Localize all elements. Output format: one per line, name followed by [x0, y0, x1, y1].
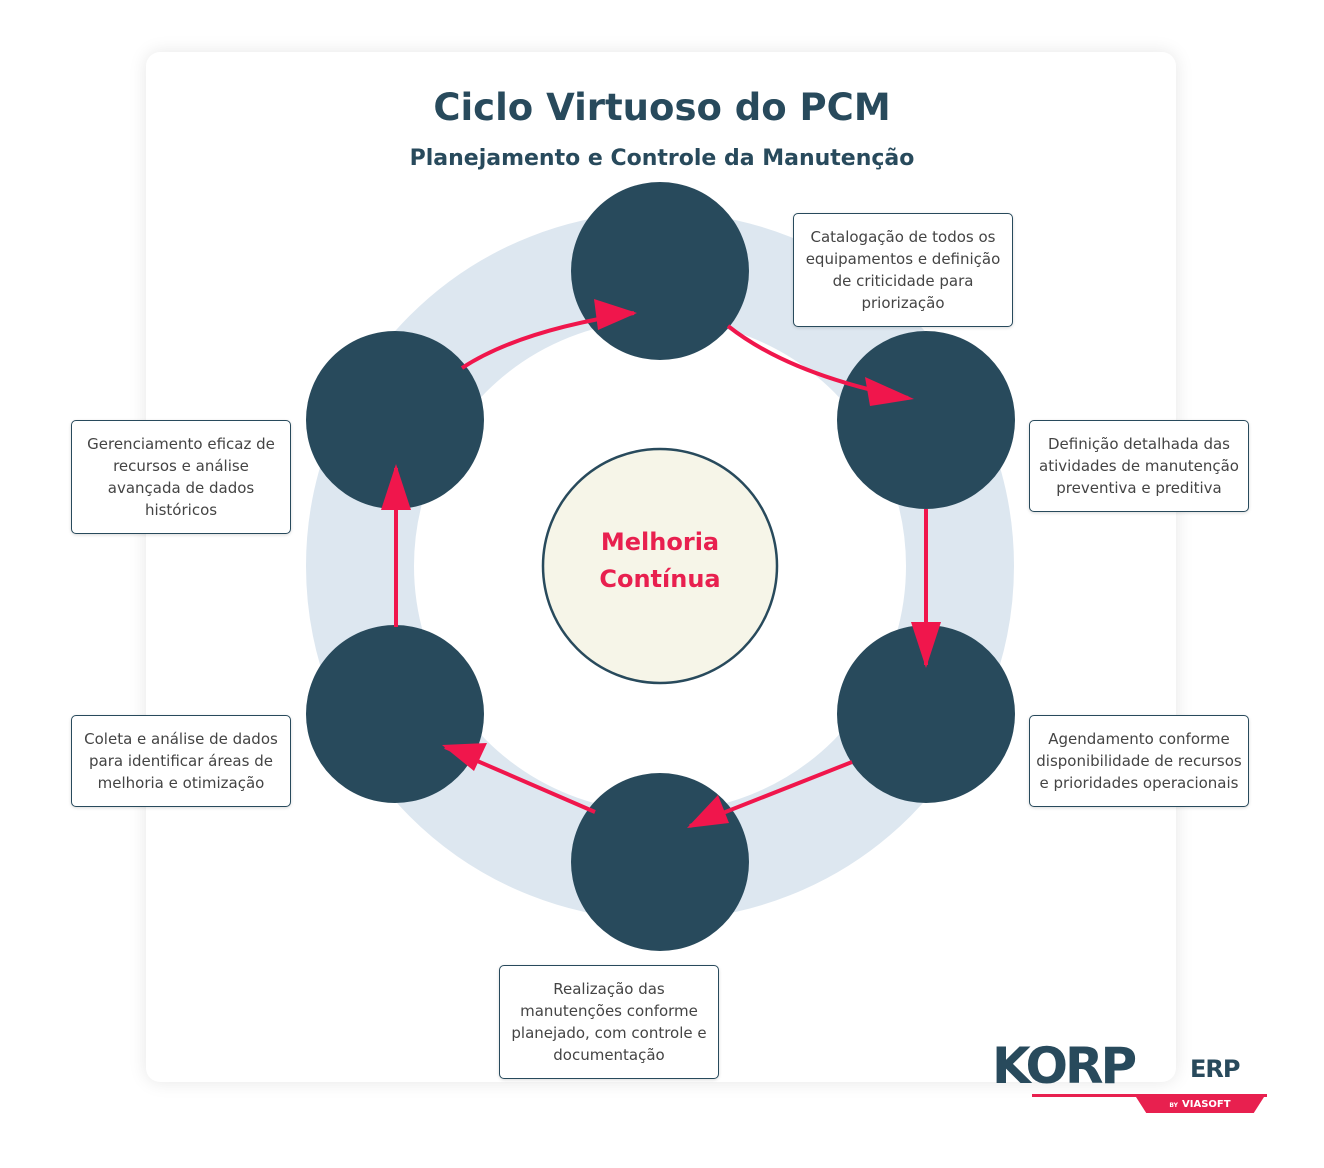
center-label: Melhoria Contínua: [545, 524, 775, 598]
arrowhead-analise: [442, 743, 487, 771]
center-circle: [541, 447, 779, 685]
step-description-planejamento: Definição detalhada das atividades de ma…: [1029, 420, 1249, 512]
step-description-execucao: Realização das manutenções conforme plan…: [499, 965, 719, 1079]
arrowhead-planejamento: [865, 377, 914, 406]
step-description-gestao: Gerenciamento eficaz de recursos e análi…: [71, 420, 291, 534]
step-description-programacao: Agendamento conforme disponibilidade de …: [1029, 715, 1249, 807]
logo-brand: KORP: [992, 1037, 1137, 1095]
step-node-inventario: [571, 182, 749, 360]
arrowhead-execucao: [687, 795, 729, 828]
step-description-analise: Coleta e análise de dados para identific…: [71, 715, 291, 807]
step-node-programacao: [837, 625, 1015, 803]
step-node-analise: [306, 625, 484, 803]
page-subtitle: Planejamento e Controle da Manutenção: [409, 146, 915, 171]
logo-company: VIASOFT: [1182, 1099, 1231, 1110]
arrowhead-gestao: [381, 464, 411, 510]
center-label-line1: Melhoria: [600, 528, 720, 556]
center-label-line2: Contínua: [599, 565, 721, 593]
logo-by: BY: [1169, 1102, 1179, 1109]
step-node-planejamento: [837, 331, 1015, 509]
page-title: Ciclo Virtuoso do PCM: [433, 86, 891, 129]
step-node-gestao: [306, 331, 484, 509]
step-node-execucao: [571, 773, 749, 951]
arrowhead-inventario: [594, 299, 637, 330]
logo-underline: [1032, 1094, 1267, 1097]
arrowhead-programacao: [911, 622, 941, 668]
step-description-inventario: Catalogação de todos os equipamentos e d…: [793, 213, 1013, 327]
logo-suffix: ERP: [1190, 1055, 1240, 1083]
